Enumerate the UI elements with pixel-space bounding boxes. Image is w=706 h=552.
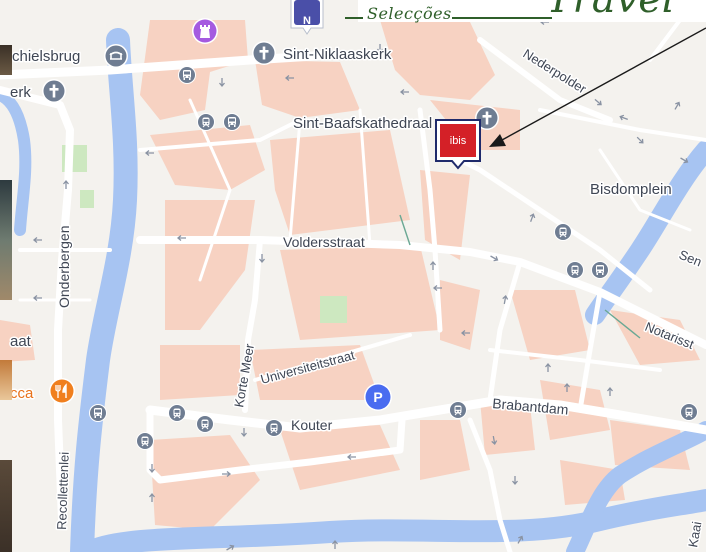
- aat-label: aat: [10, 333, 32, 350]
- header-rule-right: [452, 17, 552, 19]
- header-band: [358, 0, 706, 22]
- tram-stop-icon[interactable]: [135, 431, 155, 451]
- bisdomplein-label: Bisdomplein: [590, 181, 672, 198]
- voldersstraat-label: Voldersstraat: [283, 234, 365, 250]
- onderbergen-label: Onderbergen: [56, 225, 72, 308]
- brand-title: Travel: [546, 0, 675, 22]
- sint-baafskathedraal-label: Sint-Baafskathedraal: [293, 115, 432, 132]
- monument-pin-icon[interactable]: N: [290, 0, 324, 35]
- sint-niklaaskerk-label: Sint-Niklaaskerk: [283, 46, 392, 63]
- svg-text:N: N: [303, 15, 311, 27]
- ibis-label: ibis: [450, 135, 467, 147]
- parking-icon[interactable]: P: [364, 383, 392, 411]
- kerk-label: erk: [10, 84, 31, 101]
- bus-stop-icon[interactable]: [89, 404, 107, 422]
- tram-stop-icon[interactable]: [565, 260, 585, 280]
- recollettenlei-label: Recollettenlei: [54, 451, 72, 530]
- edge-photo: [0, 180, 12, 300]
- tram-stop-icon[interactable]: [679, 402, 699, 422]
- edge-photo: [0, 460, 12, 552]
- kouter-label: Kouter: [291, 417, 333, 433]
- church-icon[interactable]: [42, 79, 66, 103]
- kaai-label: Kaai: [685, 520, 704, 548]
- parking-label: P: [373, 389, 382, 405]
- bus-stop-icon[interactable]: [223, 113, 241, 131]
- edge-photo: [0, 45, 12, 75]
- bridge-icon[interactable]: [104, 44, 128, 68]
- bus-stop-icon[interactable]: [591, 261, 609, 279]
- restaurant-icon[interactable]: [49, 378, 75, 404]
- tram-line: [399, 214, 641, 339]
- tram-stop-icon[interactable]: [167, 403, 187, 423]
- ibis-hotel-icon[interactable]: ibis: [435, 119, 481, 170]
- edge-photo: [0, 360, 12, 400]
- tram-stop-icon[interactable]: [264, 418, 284, 438]
- section-title: Selecções: [367, 4, 452, 23]
- annotation-arrow: [489, 27, 706, 147]
- tram-stop-icon[interactable]: [195, 414, 215, 434]
- schielsbrug-label: chielsbrug: [12, 48, 80, 65]
- tower-icon[interactable]: [192, 18, 218, 44]
- cca-label: cca: [10, 385, 34, 402]
- built-area: [0, 20, 700, 530]
- tram-stop-icon[interactable]: [196, 112, 216, 132]
- header-rule-left: [345, 17, 363, 19]
- road-network: [0, 8, 706, 552]
- bus-stop-icon[interactable]: [178, 66, 196, 84]
- sint-niklaaskerk-icon[interactable]: [252, 41, 276, 65]
- tram-stop-icon[interactable]: [553, 222, 573, 242]
- tram-stop-icon[interactable]: [448, 400, 468, 420]
